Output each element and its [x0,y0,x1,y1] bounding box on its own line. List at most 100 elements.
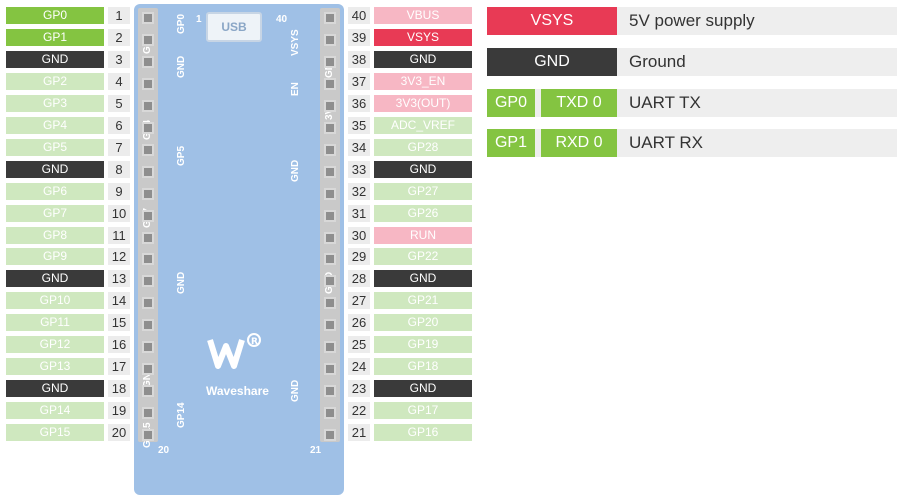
header-pad [324,77,336,90]
silk-label: GND [290,379,301,402]
pin-number-39: 39 [348,28,370,46]
pin-label-1: GP0 [6,7,104,24]
header-pad [142,33,154,46]
pin-label-10: GP7 [6,204,104,222]
pin-number-30: 30 [348,226,370,244]
pin-number-34: 34 [348,138,370,156]
header-pad [324,209,336,222]
pin-number-31: 31 [348,204,370,222]
pin-label-18: GND [6,380,104,398]
header-pad [324,407,336,420]
pin-number-9: 9 [108,182,130,200]
pin-number-28: 28 [348,270,370,288]
header-pad [142,99,154,112]
header-pad [324,99,336,112]
pin-number-24: 24 [348,358,370,376]
waveshare-logo-icon: R [207,333,261,369]
header-pad [324,55,336,68]
silk-label: EN [290,82,301,96]
legend-chip: GP0 [487,89,535,117]
usb-label: USB [221,20,247,34]
header-pad [324,187,336,200]
pin-number-21: 21 [348,424,370,442]
pin-number-14: 14 [108,292,130,310]
pin-label-7: GP5 [6,138,104,156]
pin-label-22: GP17 [374,402,472,420]
silk-label: GP5 [176,145,187,166]
header-pad [142,253,154,266]
header-pad [324,319,336,332]
pin-label-39: VSYS [374,28,472,46]
corner-label-top-right: 40 [276,14,288,25]
pin-number-2: 2 [108,28,130,46]
header-pad [142,209,154,222]
pin-number-15: 15 [108,314,130,332]
header-pad [324,231,336,244]
pin-number-8: 8 [108,160,130,178]
legend-description: Ground [629,52,686,71]
header-pad [142,12,154,24]
pin-number-36: 36 [348,94,370,112]
header-pad [142,341,154,354]
pin-label-36: 3V3(OUT) [374,94,472,112]
pico-board: USB 1 40 20 21 R Waveshare GP1GP4GP7GNDG… [134,4,344,495]
pin-number-38: 38 [348,50,370,68]
pin-label-13: GND [6,270,104,288]
header-pad [324,385,336,398]
legend-chip: GP1 [487,129,535,157]
pin-label-28: GND [374,270,472,288]
pin-label-9: GP6 [6,182,104,200]
header-pad [142,77,154,90]
pin-number-18: 18 [108,380,130,398]
pin-label-30: RUN [374,226,472,244]
header-pad [142,363,154,376]
header-pad [324,12,336,24]
legend-chip: RXD 0 [541,129,617,157]
pin-number-4: 4 [108,72,130,90]
pin-number-26: 26 [348,314,370,332]
silk-label: GP0 [176,13,187,34]
pin-label-24: GP18 [374,358,472,376]
silk-label: GND [176,55,187,78]
corner-label-top-left: 1 [196,14,202,25]
header-pad [324,253,336,266]
pin-number-20: 20 [108,424,130,442]
pin-number-22: 22 [348,402,370,420]
corner-label-bottom-right: 21 [310,445,322,456]
pin-label-23: GND [374,380,472,398]
header-pad [142,319,154,332]
pin-number-40: 40 [348,7,370,24]
header-pad [324,165,336,178]
pin-number-6: 6 [108,116,130,134]
pin-number-23: 23 [348,380,370,398]
pin-number-25: 25 [348,336,370,354]
legend-chip: TXD 0 [541,89,617,117]
header-pad [142,143,154,156]
pin-label-20: GP15 [6,424,104,442]
pin-label-8: GND [6,160,104,178]
pin-number-13: 13 [108,270,130,288]
pin-label-15: GP11 [6,314,104,332]
pin-number-19: 19 [108,402,130,420]
pin-label-31: GP26 [374,204,472,222]
usb-connector: USB [206,12,262,42]
pin-number-3: 3 [108,50,130,68]
pin-number-12: 12 [108,248,130,266]
header-pad [142,297,154,310]
pin-number-16: 16 [108,336,130,354]
header-pad [142,231,154,244]
pin-number-11: 11 [108,226,130,244]
header-pad [324,275,336,288]
header-pad [324,143,336,156]
pin-number-33: 33 [348,160,370,178]
pin-number-32: 32 [348,182,370,200]
pin-label-12: GP9 [6,248,104,266]
pin-label-4: GP2 [6,72,104,90]
pin-label-29: GP22 [374,248,472,266]
header-pad [324,341,336,354]
header-pad [142,429,154,442]
pin-number-5: 5 [108,94,130,112]
legend-chip: VSYS [487,7,617,35]
